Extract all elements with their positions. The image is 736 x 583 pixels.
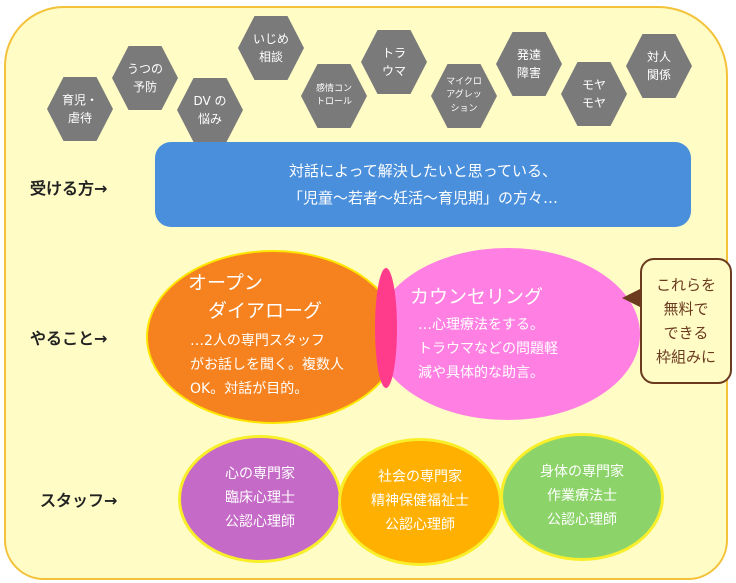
topic-hex: DV の 悩み	[177, 78, 243, 142]
overlap-region	[375, 268, 397, 388]
staff-circle-mind: 心の専門家 臨床心理士 公認心理師	[178, 435, 342, 563]
counseling-desc: トラウマなどの問題軽	[418, 341, 558, 357]
counseling-title: カウンセリング	[410, 286, 544, 308]
open-dialogue-title: オープン	[188, 272, 263, 294]
open-dialogue-desc: がお話しを聞く。複数人	[190, 357, 344, 373]
staff-role: 作業療法士	[547, 488, 617, 505]
staff-role: 公認心理師	[225, 513, 295, 530]
staff-title: 心の専門家	[225, 466, 295, 483]
recipients-box: 対話によって解決したいと思っている、 「児童～若者～妊活～育児期」の方々…	[155, 142, 691, 227]
counseling-desc: …心理療法をする。	[418, 317, 544, 333]
recipients-line: 対話によって解決したいと思っている、	[288, 161, 558, 180]
staff-role: 精神保健福祉士	[371, 493, 469, 510]
staff-circle-body: 身体の専門家 作業療法士 公認心理師	[500, 433, 664, 561]
recipients-line: 「児童～若者～妊活～育児期」の方々…	[287, 188, 558, 207]
staff-title: 社会の専門家	[378, 469, 462, 486]
counseling-desc: 減や具体的な助言。	[418, 365, 544, 381]
staff-role: 公認心理師	[385, 516, 455, 533]
staff-role: 公認心理師	[547, 511, 617, 528]
counseling-circle	[375, 248, 640, 420]
staff-circle-social: 社会の専門家 精神保健福祉士 公認心理師	[338, 438, 502, 566]
staff-label: スタッフ→	[40, 491, 118, 510]
recipients-label: 受ける方→	[30, 179, 108, 198]
open-dialogue-desc: OK。対話が目的。	[190, 381, 309, 397]
callout-tail	[622, 288, 642, 308]
open-dialogue-title: ダイアローグ	[208, 300, 323, 322]
activities-label: やること→	[30, 329, 108, 348]
callout-bubble: これらを 無料で できる 枠組みに	[640, 258, 732, 384]
open-dialogue-circle	[146, 250, 400, 424]
staff-role: 臨床心理士	[225, 490, 295, 507]
staff-title: 身体の専門家	[540, 464, 624, 481]
open-dialogue-desc: …2人の専門スタッフ	[190, 333, 325, 349]
